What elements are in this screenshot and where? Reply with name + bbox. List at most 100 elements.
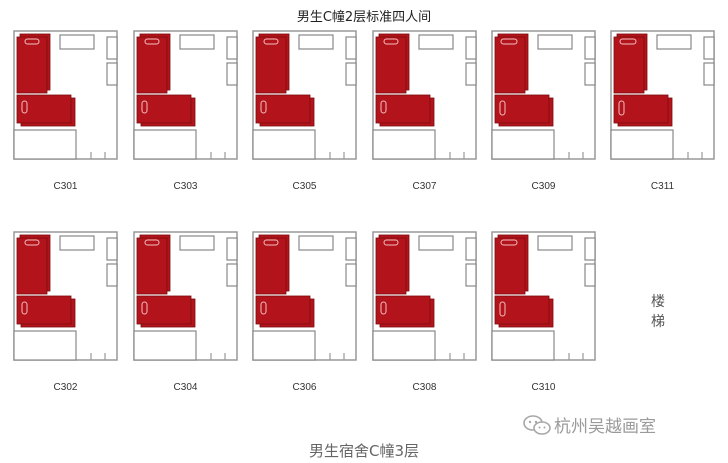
pillow	[263, 239, 279, 246]
wardrobe	[226, 62, 238, 86]
cabinet	[372, 330, 436, 361]
bed	[494, 295, 550, 325]
cabinet	[252, 129, 316, 160]
pillow	[24, 38, 40, 45]
desk	[656, 34, 692, 50]
pillow	[380, 100, 387, 114]
cabinet	[13, 129, 77, 160]
room-c307: C307	[372, 30, 477, 192]
wardrobe	[106, 263, 118, 287]
watermark: 杭州吴越画室	[522, 412, 656, 441]
room-label: C304	[173, 382, 198, 393]
pillow	[500, 239, 518, 246]
desk	[298, 34, 334, 50]
bed	[136, 36, 168, 94]
cabinet	[133, 129, 197, 160]
pillow	[260, 301, 267, 315]
room-label: C302	[53, 382, 78, 393]
bed	[16, 295, 72, 325]
room-floorplan	[491, 30, 596, 160]
bed	[136, 295, 192, 325]
pillow	[618, 100, 625, 116]
wardrobe	[345, 36, 357, 60]
bed	[375, 237, 407, 295]
bed	[255, 94, 311, 124]
bed	[613, 36, 645, 94]
pillow	[141, 301, 148, 315]
wardrobe	[226, 237, 238, 261]
wardrobe	[106, 62, 118, 86]
wardrobe	[465, 36, 477, 60]
wardrobe	[226, 36, 238, 60]
room-c309: C309	[491, 30, 596, 192]
desk	[179, 235, 215, 251]
desk	[537, 235, 573, 251]
cabinet	[372, 129, 436, 160]
pillow	[21, 301, 28, 315]
bed	[375, 295, 431, 325]
wardrobe	[465, 62, 477, 86]
pillow	[144, 239, 160, 246]
bed	[255, 237, 287, 295]
wardrobe	[703, 36, 715, 60]
desk	[59, 235, 95, 251]
room-c305: C305	[252, 30, 357, 192]
pillow	[260, 100, 267, 114]
wardrobe	[345, 263, 357, 287]
room-floorplan	[372, 30, 477, 160]
wardrobe	[584, 263, 596, 287]
room-floorplan	[252, 231, 357, 361]
room-c311: C311	[610, 30, 715, 192]
room-floorplan	[13, 231, 118, 361]
bed	[494, 94, 550, 124]
pillow	[380, 301, 387, 315]
room-c301: C301	[13, 30, 118, 192]
room-floorplan	[13, 30, 118, 160]
floor-title: 男生宿舍C幢3层	[308, 442, 420, 460]
room-label: C308	[412, 382, 437, 393]
bed	[494, 36, 526, 94]
room-label: C307	[412, 181, 437, 192]
room-floorplan	[491, 231, 596, 361]
bed	[613, 94, 669, 124]
bed	[16, 36, 48, 94]
pillow	[499, 100, 506, 116]
pillow	[144, 38, 160, 45]
desk	[298, 235, 334, 251]
desk	[179, 34, 215, 50]
pillow	[383, 38, 399, 45]
pillow	[141, 100, 148, 114]
bed	[136, 237, 168, 295]
room-label: C303	[173, 181, 198, 192]
pillow	[21, 100, 28, 114]
wardrobe	[226, 263, 238, 287]
room-floorplan	[610, 30, 715, 160]
bed	[16, 237, 48, 295]
wardrobe	[345, 62, 357, 86]
room-c308: C308	[372, 231, 477, 393]
room-floorplan	[133, 231, 238, 361]
pillow	[499, 301, 506, 317]
cabinet	[491, 129, 555, 160]
cabinet	[133, 330, 197, 361]
stairs-label: 楼梯	[651, 294, 665, 330]
room-floorplan	[252, 30, 357, 160]
wardrobe	[584, 36, 596, 60]
pillow	[619, 38, 637, 45]
wechat-icon	[522, 414, 552, 441]
wardrobe	[703, 62, 715, 86]
room-label: C306	[292, 382, 317, 393]
wardrobe	[106, 36, 118, 60]
bed	[494, 237, 526, 295]
desk	[418, 235, 454, 251]
room-floorplan	[372, 231, 477, 361]
bed	[375, 94, 431, 124]
room-label: C311	[650, 181, 675, 192]
pillow	[24, 239, 40, 246]
cabinet	[610, 129, 674, 160]
room-label: C301	[53, 181, 78, 192]
watermark-text: 杭州吴越画室	[554, 417, 656, 437]
bed	[136, 94, 192, 124]
room-label: C310	[531, 382, 556, 393]
room-label: C305	[292, 181, 317, 192]
